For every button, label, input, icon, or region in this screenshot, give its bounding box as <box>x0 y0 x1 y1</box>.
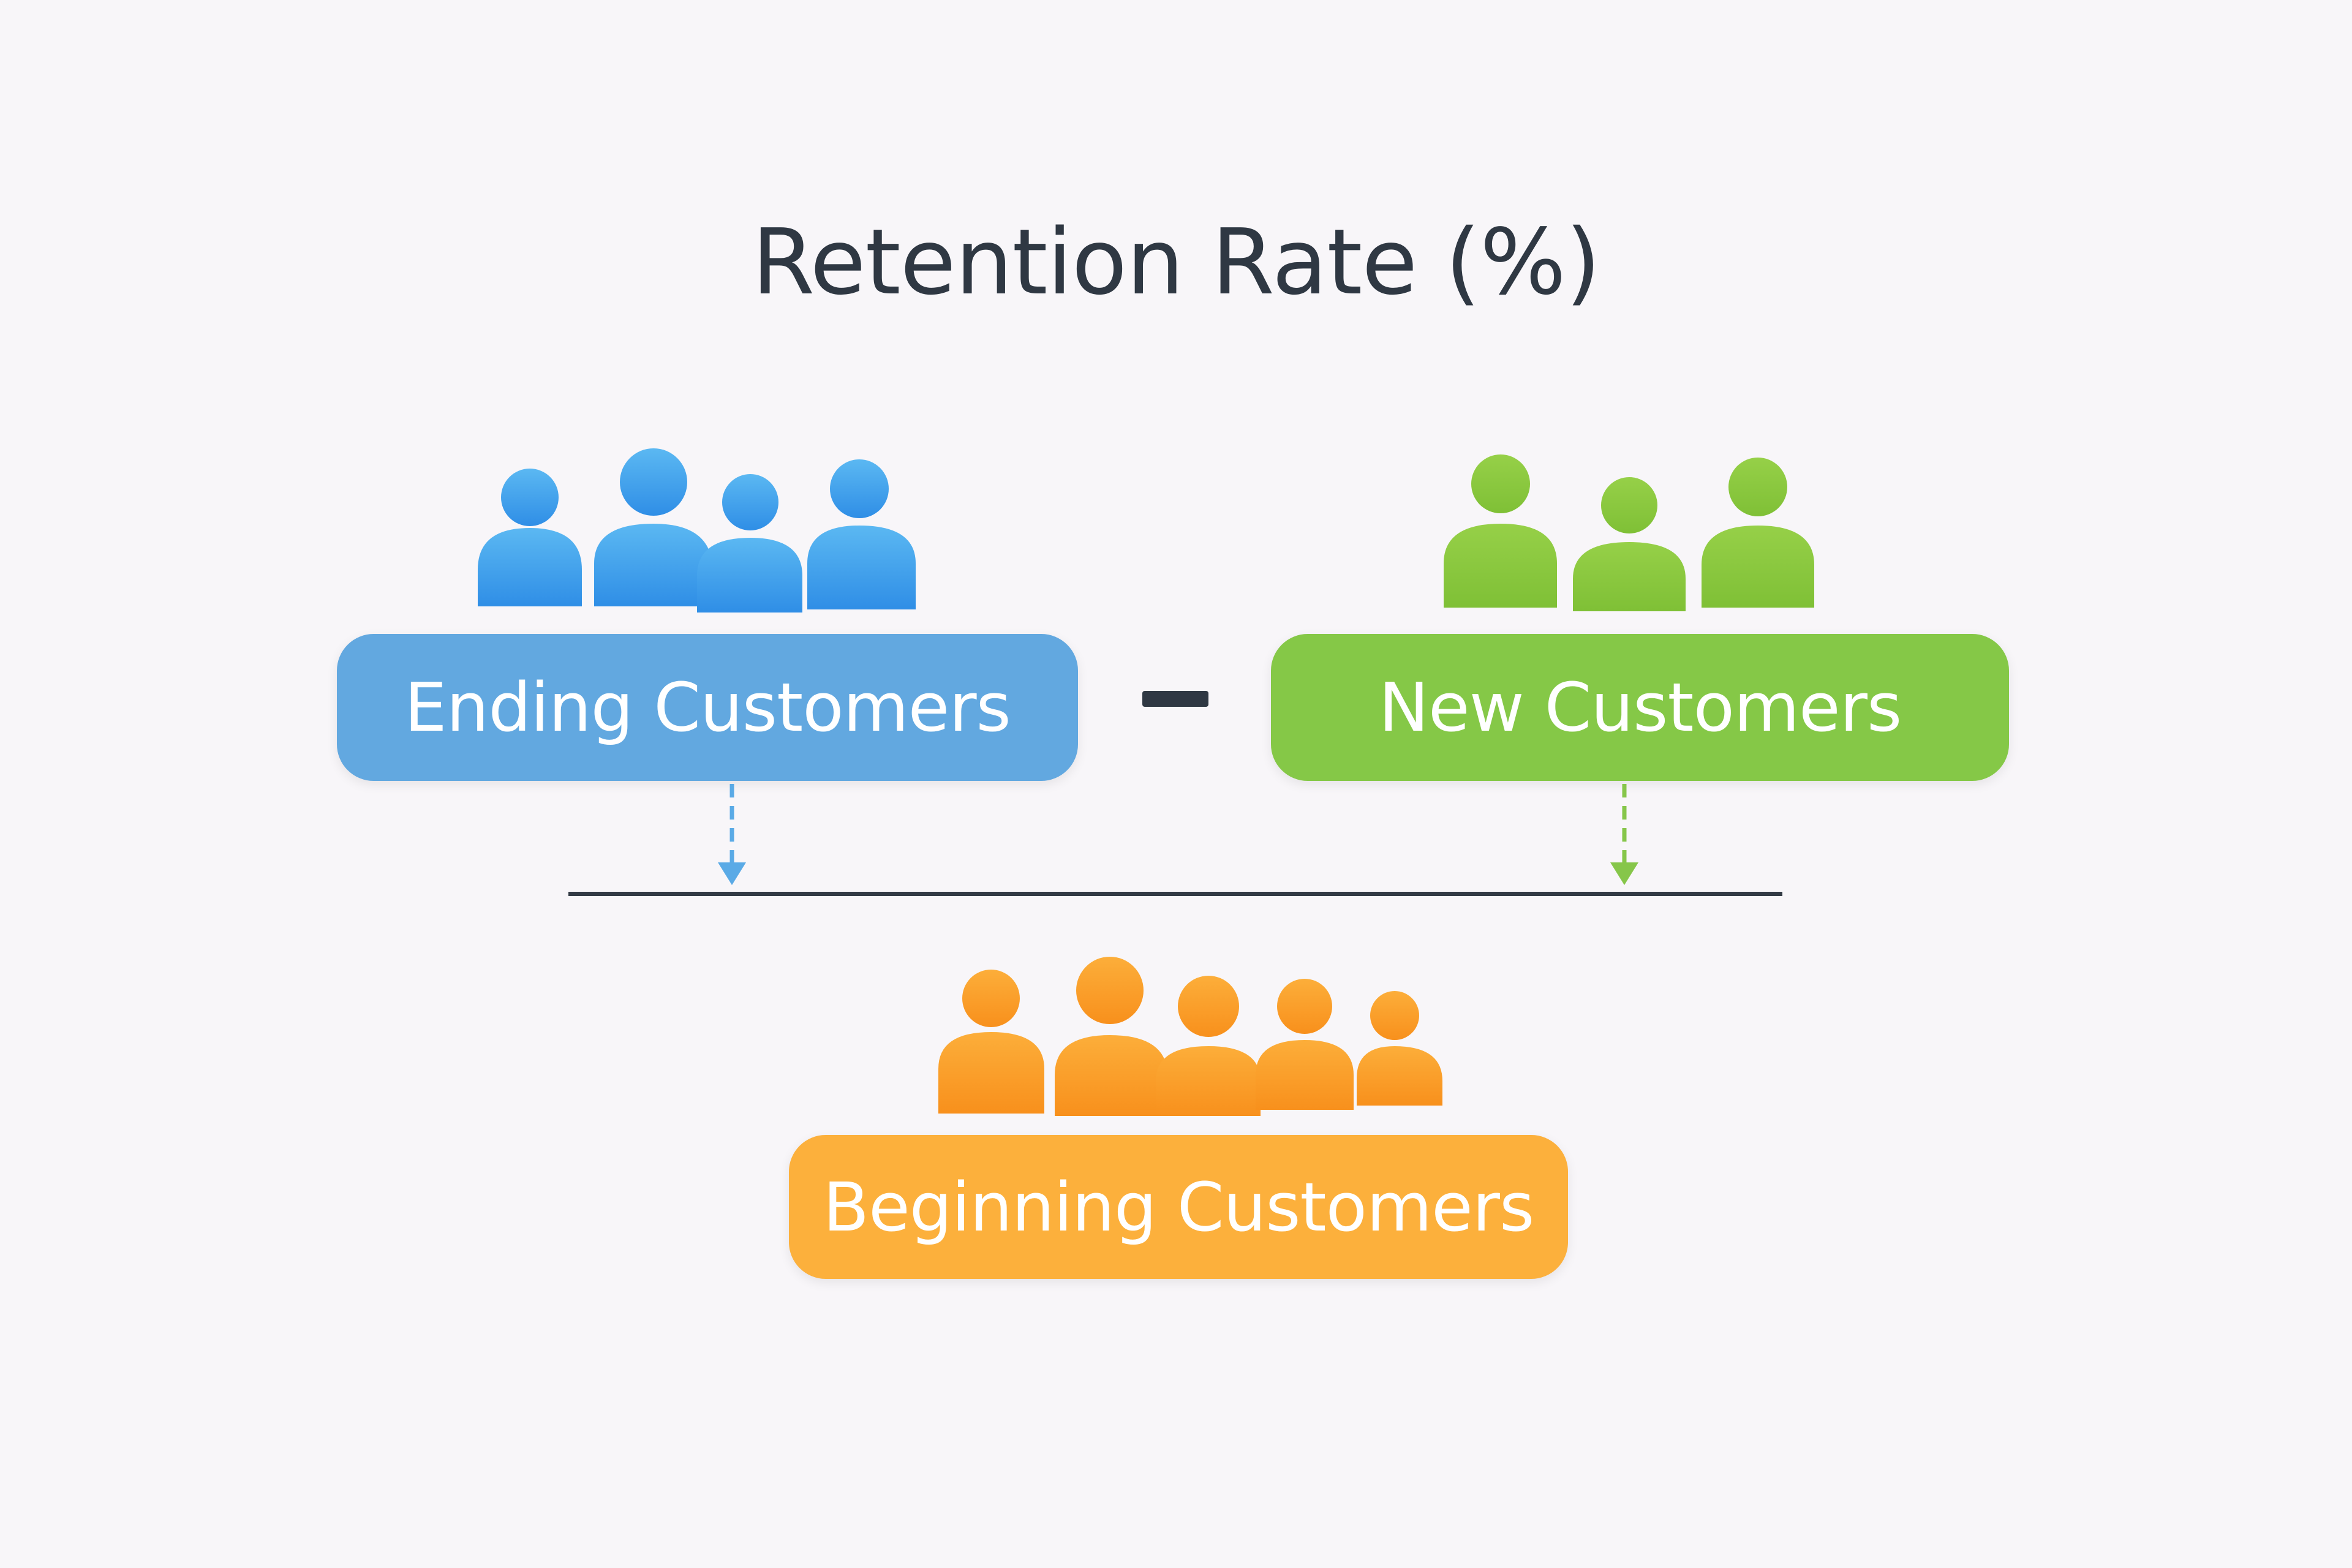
ending-customers-box: Ending Customers <box>337 634 1078 781</box>
fraction-divider-line <box>568 892 1782 896</box>
person-icon <box>1256 979 1354 1110</box>
beginning-customers-box: Beginning Customers <box>789 1135 1568 1279</box>
person-icon <box>1156 976 1261 1116</box>
person-icon <box>1055 957 1167 1116</box>
beginning-customers-label: Beginning Customers <box>823 1167 1535 1246</box>
ending-customers-label: Ending Customers <box>404 668 1011 747</box>
person-icon <box>807 459 916 609</box>
person-icon <box>697 474 802 612</box>
new-customers-box: New Customers <box>1271 634 2009 781</box>
new-customers-label: New Customers <box>1378 668 1902 747</box>
minus-operator <box>1142 691 1208 707</box>
beginning-customers-people-icon <box>938 957 1442 1116</box>
new-customers-people-icon <box>1444 454 1814 611</box>
ending-customers-people-icon <box>478 448 916 612</box>
person-icon <box>938 970 1044 1114</box>
person-icon <box>1444 454 1557 608</box>
person-icon <box>478 469 582 606</box>
person-icon <box>594 448 710 606</box>
person-icon <box>1702 458 1814 608</box>
person-icon <box>1357 991 1442 1106</box>
person-icon <box>1573 477 1686 611</box>
diagram-title: Retention Rate (%) <box>752 209 1600 315</box>
new-connector-arrow <box>1610 784 1638 885</box>
ending-connector-arrow <box>718 784 746 885</box>
